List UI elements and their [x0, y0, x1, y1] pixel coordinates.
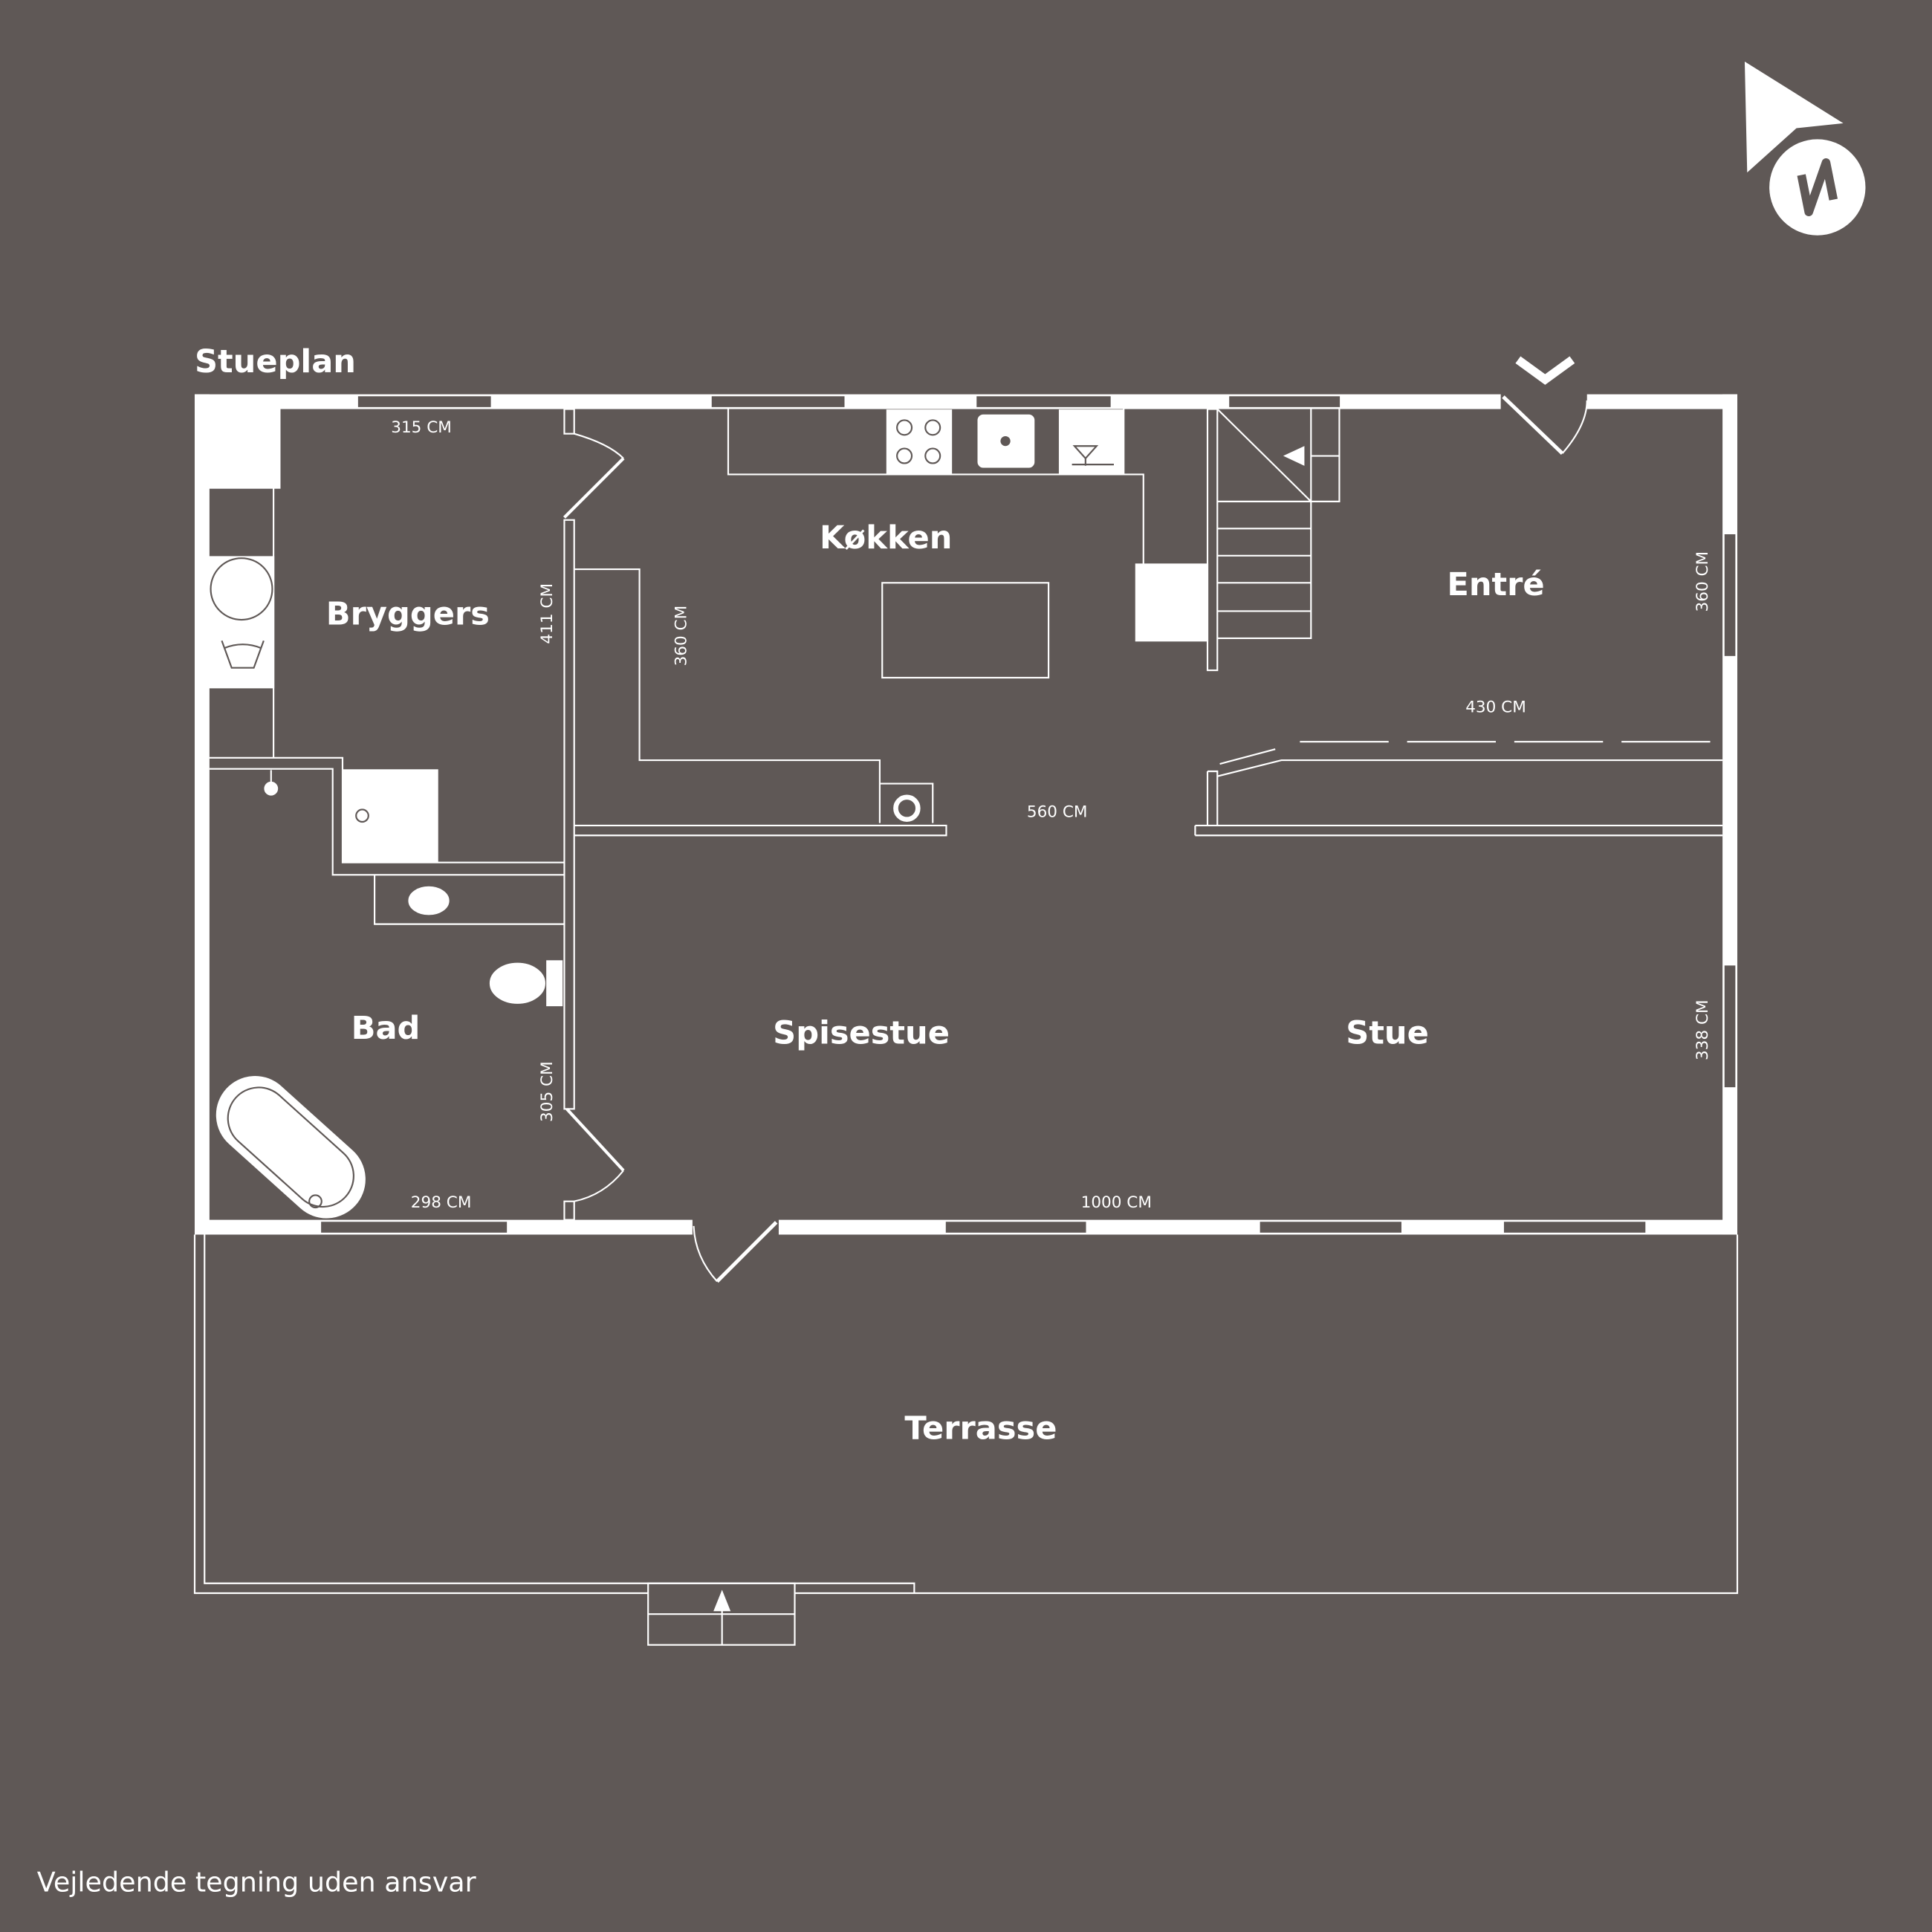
staircase	[1216, 408, 1341, 640]
north-compass-icon	[1744, 61, 1866, 236]
dim-total-width: 1000 CM	[1081, 1193, 1152, 1212]
room-label-spisestue: Spisestue	[773, 1014, 950, 1051]
kitchen-fixtures	[574, 409, 1209, 823]
dim-stue-depth: 338 CM	[1693, 999, 1712, 1060]
room-label-terrasse: Terrasse	[904, 1410, 1057, 1448]
room-label-kokken: Køkken	[820, 519, 952, 557]
disclaimer-text: Vejledende tegning uden ansvar	[37, 1866, 476, 1898]
dim-entre-width: 430 CM	[1465, 698, 1526, 716]
bathroom-fixtures	[215, 769, 563, 1219]
dim-kokken-depth: 360 CM	[672, 606, 691, 667]
dim-bad-width: 298 CM	[411, 1193, 472, 1212]
doors	[563, 395, 1588, 1283]
wardrobe-sliding-arrows	[1219, 741, 1711, 765]
dim-kitchen-span: 560 CM	[1027, 803, 1088, 821]
interior-walls	[209, 408, 1723, 1221]
entrance-marker-icon	[1515, 356, 1575, 385]
room-label-stue: Stue	[1346, 1014, 1429, 1051]
windows	[320, 395, 1737, 1234]
dim-bryggers-width: 315 CM	[391, 418, 452, 437]
dim-entre-depth: 360 CM	[1693, 551, 1712, 612]
dim-bryggers-depth: 411 CM	[538, 583, 557, 644]
terrace-outline	[193, 1234, 1739, 1646]
room-label-bad: Bad	[351, 1010, 421, 1047]
room-label-bryggers: Bryggers	[326, 596, 490, 633]
room-label-entre: Entré	[1447, 566, 1544, 603]
plan-title: Stueplan	[195, 343, 356, 380]
dim-bad-depth: 305 CM	[538, 1061, 557, 1122]
laundry-fixtures	[208, 408, 281, 758]
